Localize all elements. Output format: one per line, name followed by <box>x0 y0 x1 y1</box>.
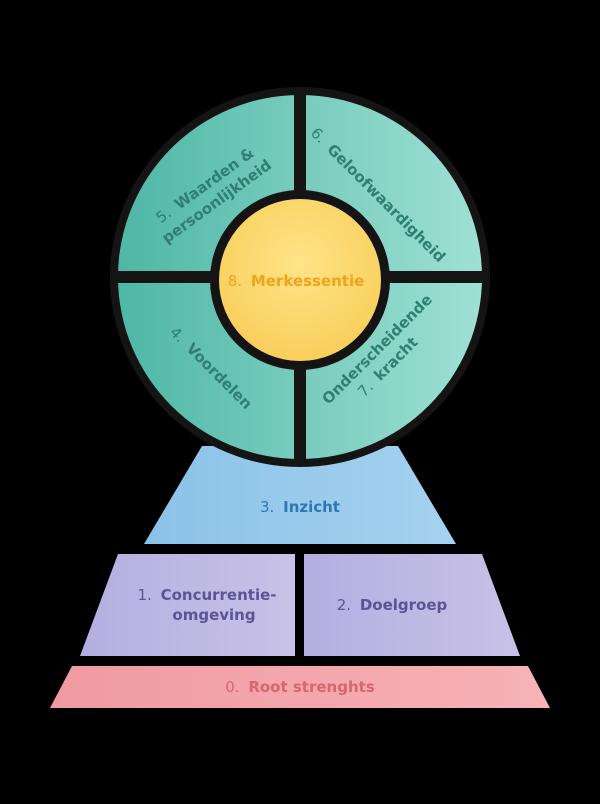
competition-label-line1: Concurrentie- <box>161 586 277 604</box>
competition-text: 1. Concurrentie- <box>137 586 276 604</box>
roots-text: 0. Root strenghts <box>225 678 375 696</box>
insight-label: Inzicht <box>283 498 340 516</box>
core-label: Merkessentie <box>251 272 364 290</box>
audience-label: Doelgroep <box>360 596 448 614</box>
roots-label: Root strenghts <box>248 678 374 696</box>
core-number: 8. <box>228 272 242 290</box>
core-text: 8. Merkessentie <box>228 272 365 290</box>
audience-block <box>304 554 520 656</box>
audience-number: 2. <box>337 596 351 614</box>
competition-block <box>80 554 295 656</box>
insight-number: 3. <box>260 498 274 516</box>
insight-text: 3. Inzicht <box>260 498 340 516</box>
insight-block <box>144 446 456 544</box>
audience-text: 2. Doelgroep <box>337 596 448 614</box>
competition-number: 1. <box>137 586 151 604</box>
roots-number: 0. <box>225 678 239 696</box>
roots-bar <box>50 666 550 708</box>
core-circle <box>219 199 381 361</box>
competition-label-line2: omgeving <box>172 606 255 624</box>
